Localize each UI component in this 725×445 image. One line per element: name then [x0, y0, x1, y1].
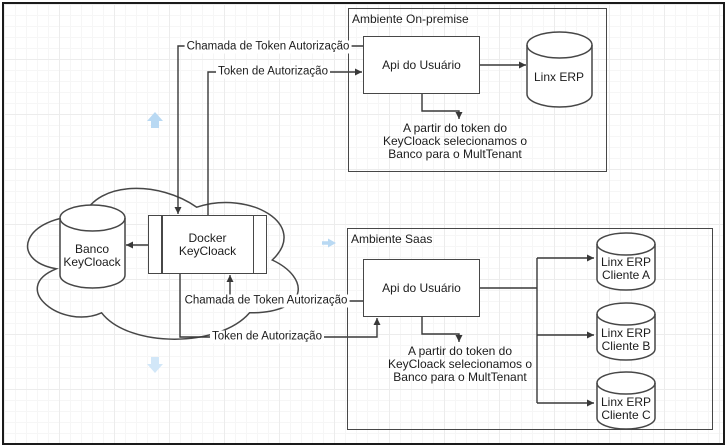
saas-title: Ambiente Saas [351, 232, 433, 246]
api-usuario-saas-label: Api do Usuário [382, 281, 461, 295]
erp-cliente-a-db-cylinder [596, 232, 656, 291]
process-bar-left [161, 216, 163, 273]
erp-cliente-c-label: Linx ERP Cliente C [600, 395, 652, 422]
edge-saas-note-pointer [421, 317, 463, 342]
onprem-container [348, 8, 607, 172]
edge-label-chamada-saas: Chamada de Token Autorização [182, 294, 350, 308]
edge-onprem-note-pointer [421, 94, 463, 119]
docker-label-line1: Docker [188, 230, 227, 245]
banco-keycloack-db-cylinder [59, 204, 126, 289]
onprem-note: A partir do token do KeyCloack seleciona… [382, 121, 528, 161]
edge-label-chamada-onprem: Chamada de Token Autorização [184, 40, 352, 54]
hint-arrow-right-icon [322, 238, 336, 248]
api-usuario-saas-node: Api do Usuário [363, 259, 480, 317]
saas-container [347, 228, 713, 430]
edge-token-onprem [207, 68, 362, 215]
hint-arrow-down-icon [147, 357, 163, 373]
docker-label-line2: KeyCloack [178, 243, 237, 258]
edge-label-token-onprem: Token de Autorização [216, 65, 330, 79]
api-usuario-onprem-node: Api do Usuário [363, 36, 480, 94]
erp-cliente-b-label: Linx ERP Cliente B [600, 326, 652, 353]
edge-label-token-saas: Token de Autorização [210, 330, 324, 344]
api-usuario-onprem-label: Api do Usuário [382, 58, 461, 72]
docker-keycloack-node: Docker KeyCloack [148, 215, 267, 274]
linx-erp-db-cylinder [526, 31, 593, 108]
process-bar-right [252, 216, 254, 273]
saas-note: A partir do token do KeyCloack seleciona… [387, 344, 533, 384]
banco-keycloack-label: Banco KeyCloack [63, 242, 121, 269]
hint-arrow-up-icon [147, 112, 163, 128]
erp-cliente-c-db-cylinder [596, 371, 656, 430]
onprem-title: Ambiente On-premise [352, 12, 469, 26]
erp-cliente-b-db-cylinder [596, 302, 656, 361]
erp-cliente-a-label: Linx ERP Cliente A [600, 255, 652, 282]
cloud-shape [26, 187, 299, 340]
linx-erp-label: Linx ERP [533, 70, 585, 84]
